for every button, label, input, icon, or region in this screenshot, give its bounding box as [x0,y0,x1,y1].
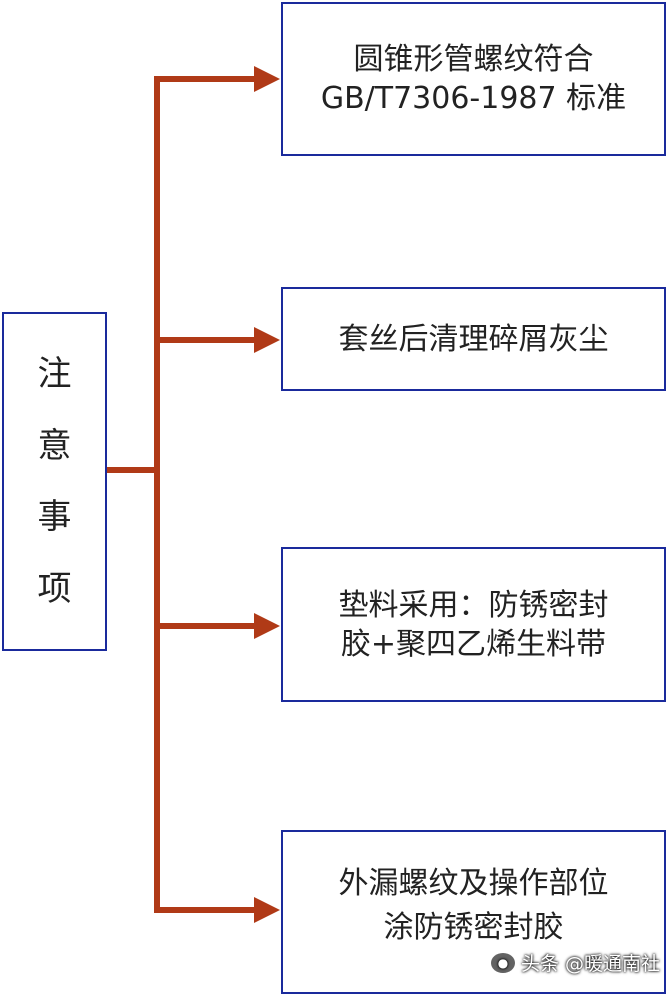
item-1-line-1: 圆锥形管螺纹符合 [353,42,594,77]
branch-3-arrowhead [254,613,280,639]
item-box-packing-material: 垫料采用：防锈密封 胶+聚四乙烯生料带 [281,547,666,702]
root-char-4: 项 [37,569,72,610]
root-char-3: 事 [37,497,72,538]
item-4-line-2: 涂防锈密封胶 [383,909,564,945]
watermark-text: 头条 @暖通南社 [520,953,660,975]
item-2-line-1: 套丝后清理碎屑灰尘 [338,321,609,357]
branch-2-arrowhead [254,327,280,353]
root-char-2: 意 [37,425,72,466]
item-box-thread-standard: 圆锥形管螺纹符合 GB/T7306-1987 标准 [281,2,666,156]
chat-bubble-icon: ● [490,952,515,973]
branch-4-arrowhead [254,897,280,923]
branch-1-arrowhead [254,66,280,92]
root-char-1: 注 [37,353,72,394]
item-1-line-2: GB/T7306-1987 标准 [320,81,627,116]
item-4-line-1: 外漏螺纹及操作部位 [338,866,609,901]
root-box-notes: 注 意 事 项 [2,312,107,651]
watermark: ● 头条 @暖通南社 [490,949,660,976]
item-box-exposed-thread: 外漏螺纹及操作部位 涂防锈密封胶 [281,830,666,994]
item-3-line-1: 垫料采用：防锈密封 [338,587,609,623]
item-box-clean-debris: 套丝后清理碎屑灰尘 [281,287,666,391]
item-3-line-2: 胶+聚四乙烯生料带 [340,626,607,662]
